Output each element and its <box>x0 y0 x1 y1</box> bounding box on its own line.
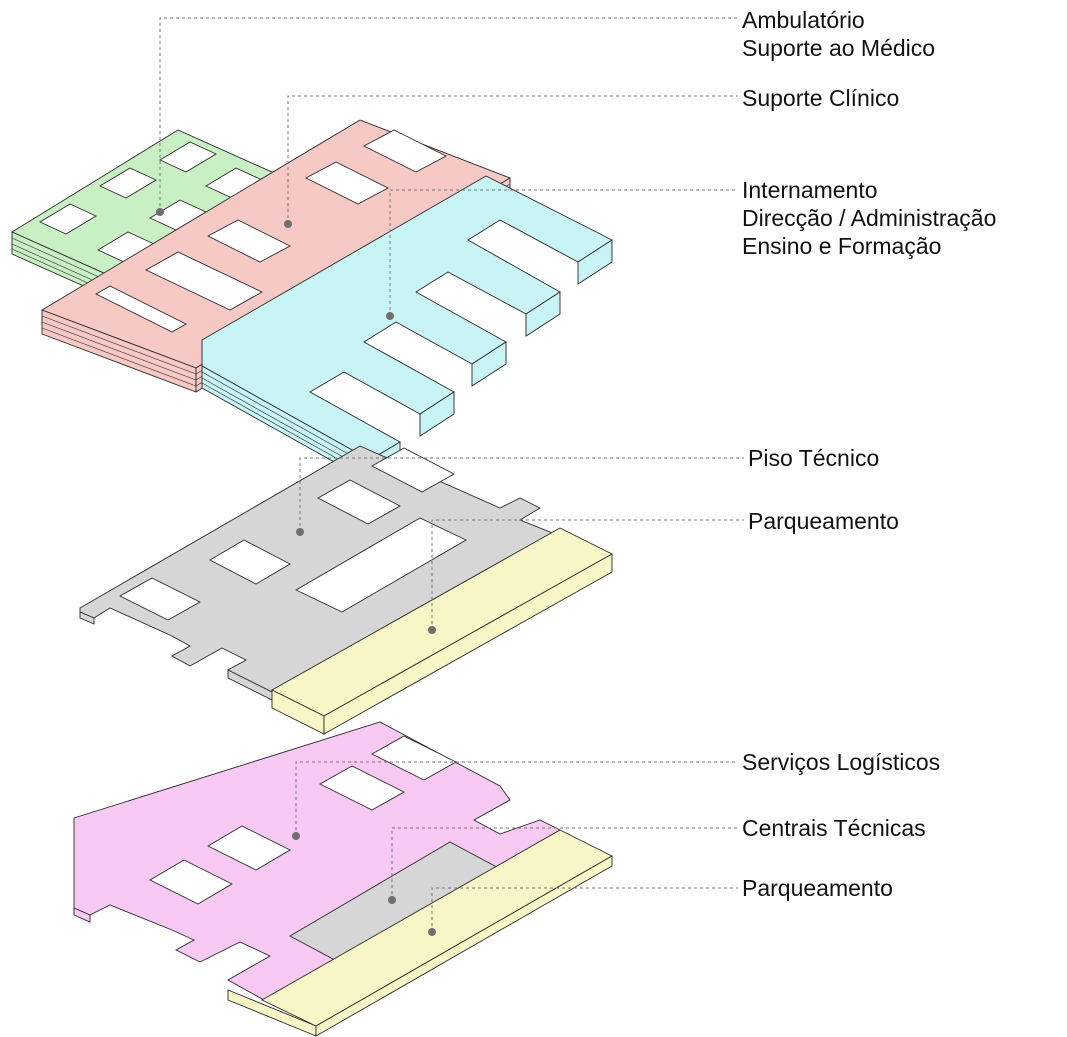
yellow-slab-parqueamento-lower <box>227 829 613 1037</box>
magenta-slab-servicos-logisticos <box>73 721 561 1001</box>
grey-slab-piso-tecnico <box>79 445 562 705</box>
label-group-suporte-clinico: Suporte Clínico <box>742 84 899 112</box>
label-suporte-clinico: Suporte Clínico <box>742 85 900 111</box>
yellow-slab-parqueamento-middle <box>271 527 613 735</box>
label-parqueamento-lower: Parqueamento <box>742 875 893 901</box>
label-suporte-ao-medico: Suporte ao Médico <box>742 35 936 61</box>
green-block-ambulatorio <box>11 129 331 323</box>
label-piso-tecnico: Piso Técnico <box>748 445 880 471</box>
label-servicos-logisticos: Serviços Logísticos <box>742 749 941 775</box>
label-group-internamento: Internamento Direcção / Administração En… <box>742 176 996 260</box>
label-internamento: Internamento <box>742 177 878 203</box>
label-group-centrais-tecnicas: Centrais Técnicas <box>742 814 926 842</box>
label-direccao-administracao: Direcção / Administração <box>742 205 997 231</box>
label-group-parqueamento-lower: Parqueamento <box>742 874 893 902</box>
label-centrais-tecnicas: Centrais Técnicas <box>742 815 926 841</box>
cyan-block-internamento <box>201 175 613 483</box>
label-parqueamento-middle: Parqueamento <box>748 508 899 534</box>
label-ambulatorio: Ambulatório <box>742 7 865 33</box>
label-group-parqueamento-middle: Parqueamento <box>748 507 899 535</box>
leader-lines <box>156 17 744 936</box>
label-group-servicos-logisticos: Serviços Logísticos <box>742 748 940 776</box>
label-ensino-formacao: Ensino e Formação <box>742 233 942 259</box>
label-group-piso-tecnico: Piso Técnico <box>748 444 879 472</box>
label-group-ambulatorio: Ambulatório Suporte ao Médico <box>742 6 935 62</box>
